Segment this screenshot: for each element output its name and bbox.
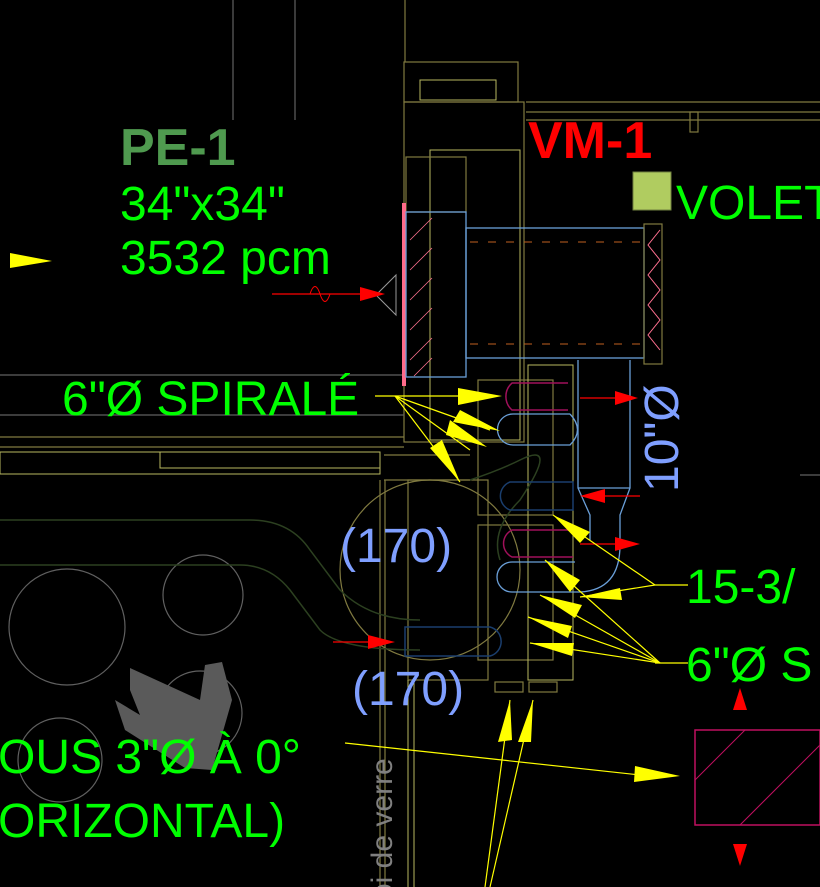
- airflow-arrows: [272, 286, 747, 866]
- vm1-unit[interactable]: [375, 156, 672, 386]
- equipment-flow: 3532 pcm: [120, 232, 331, 285]
- bottom-note-line1: OUS 3"Ø À 0°: [0, 731, 301, 784]
- pan-hand-icon: [115, 662, 232, 770]
- spiral-label-right: 6"Ø S: [686, 639, 812, 692]
- size-label-right: 15-3/: [686, 561, 796, 614]
- airflow-value-1: (170): [340, 520, 452, 573]
- equipment-tag: PE-1: [120, 119, 236, 177]
- leader-lines: [10, 253, 688, 887]
- spiral-duct-label: 6"Ø SPIRALÉ: [62, 373, 359, 426]
- duct-elements: [404, 360, 631, 657]
- grille-symbol: [694, 729, 820, 826]
- airflow-value-2: (170): [352, 663, 464, 716]
- bottom-note-line2: ORIZONTAL): [0, 795, 285, 848]
- damper-label: VOLET: [676, 177, 820, 230]
- unit-tag: VM-1: [528, 112, 652, 170]
- damper-symbol: [632, 171, 672, 211]
- wall-label: oi de verre: [366, 758, 399, 887]
- equipment-size: 34"x34": [120, 178, 285, 231]
- duct-10-label: 10"Ø: [636, 384, 689, 492]
